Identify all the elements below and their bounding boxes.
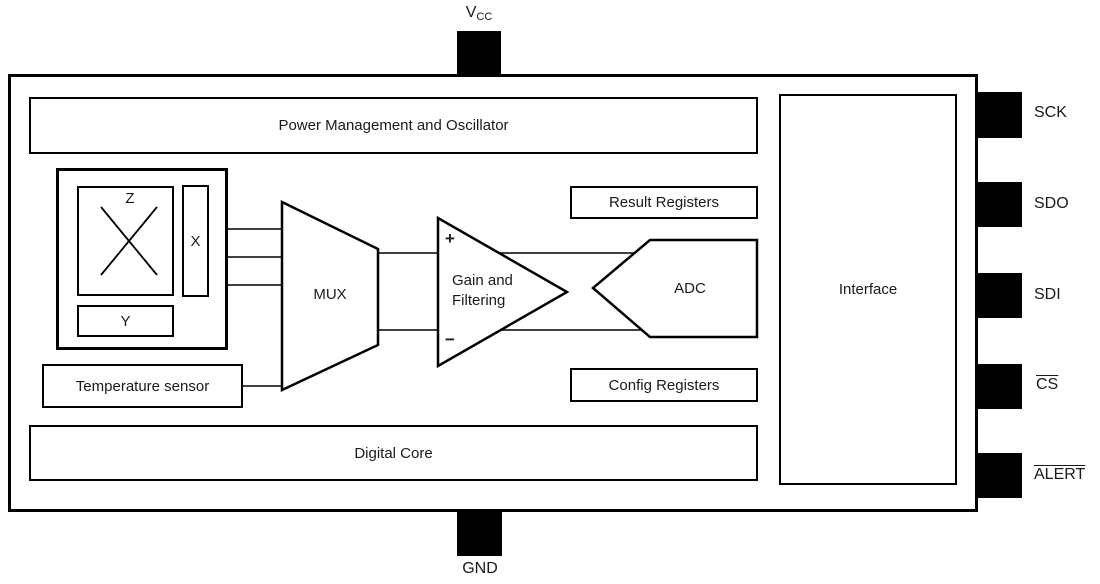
gnd-pin-label: GND <box>462 560 498 577</box>
sdi-pin-label: SDI <box>1034 286 1061 303</box>
adc-label: ADC <box>674 280 706 297</box>
sensor-cross-line-2 <box>100 206 158 276</box>
gain-filtering-label: Gain and Filtering <box>445 271 532 311</box>
mux-shape <box>280 199 380 392</box>
sdo-pin <box>978 182 1022 227</box>
config-registers-block: Config Registers <box>570 368 758 402</box>
cs-pin-label: CS <box>1036 376 1059 393</box>
sensor-x-label: X <box>190 232 201 250</box>
sck-pin <box>978 92 1022 138</box>
vcc-pin-label-main: V <box>465 4 477 21</box>
alert-pin-label: ALERT <box>1034 466 1086 483</box>
result-registers-block: Result Registers <box>570 186 758 219</box>
sensor-y-label: Y <box>120 312 131 330</box>
power-management-block: Power Management and Oscillator <box>29 97 758 154</box>
interface-label: Interface <box>838 281 898 298</box>
mux-label: MUX <box>313 286 347 303</box>
sensor-y-box: Y <box>77 305 174 337</box>
sensor-x-box: X <box>182 185 209 297</box>
digital-core-block: Digital Core <box>29 425 758 481</box>
temperature-sensor-block: Temperature sensor <box>42 364 243 408</box>
amplifier-shape <box>436 215 570 369</box>
sdi-pin <box>978 273 1022 318</box>
result-registers-label: Result Registers <box>608 194 720 211</box>
sdo-pin-label: SDO <box>1034 195 1069 212</box>
interface-block: Interface <box>779 94 957 485</box>
temperature-sensor-label: Temperature sensor <box>75 377 210 395</box>
sensor-z-label: Z <box>125 190 135 207</box>
vcc-pin <box>457 31 501 76</box>
vcc-pin-label-sub: CC <box>476 11 493 23</box>
gain-filtering-line1: Gain and <box>452 272 513 289</box>
vcc-pin-label: VCC <box>448 4 510 23</box>
digital-core-label: Digital Core <box>354 444 433 462</box>
amp-minus-label: − <box>445 330 455 349</box>
amp-plus-label: + <box>445 229 455 248</box>
sck-pin-label: SCK <box>1034 104 1067 121</box>
power-management-label: Power Management and Oscillator <box>278 117 509 134</box>
gnd-pin <box>457 511 502 556</box>
adc-shape <box>591 238 759 339</box>
config-registers-label: Config Registers <box>608 376 720 394</box>
alert-pin <box>978 453 1022 498</box>
gain-filtering-line2: Filtering <box>452 292 506 309</box>
cs-pin <box>978 364 1022 409</box>
sensor-z-box <box>77 186 174 296</box>
